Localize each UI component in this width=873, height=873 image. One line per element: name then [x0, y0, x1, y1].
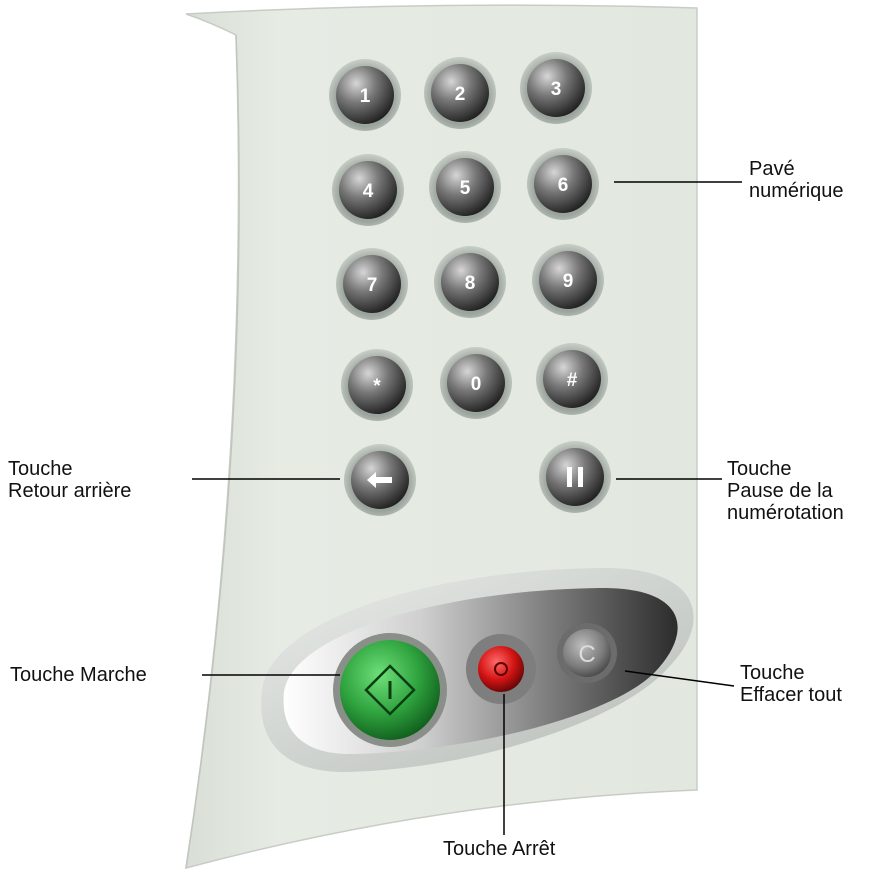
backspace-button[interactable] [344, 444, 416, 516]
key-1-label: 1 [360, 86, 371, 107]
clear-all-label: C [578, 641, 595, 668]
key-4[interactable]: 4 [332, 154, 404, 226]
start-button[interactable] [333, 633, 447, 747]
key-0[interactable]: 0 [440, 347, 512, 419]
key-hash-label: # [567, 370, 578, 391]
key-7[interactable]: 7 [336, 248, 408, 320]
key-9-label: 9 [563, 271, 574, 292]
key-star[interactable]: * [341, 349, 413, 421]
clear-all-text-label: Touche Effacer tout [740, 662, 842, 706]
panel-edge-crease [185, 34, 240, 869]
key-5-label: 5 [460, 178, 471, 199]
stop-button[interactable] [466, 634, 536, 704]
leader-clear-all [624, 670, 735, 687]
key-2[interactable]: 2 [424, 57, 496, 129]
key-1[interactable]: 1 [329, 59, 401, 131]
start-label: Touche Marche [10, 664, 147, 686]
key-star-label: * [373, 376, 381, 397]
stop-label: Touche Arrêt [443, 838, 556, 860]
key-2-label: 2 [455, 84, 466, 105]
dial-pause-button[interactable] [539, 441, 611, 513]
clear-all-button[interactable]: C [557, 623, 617, 683]
key-9[interactable]: 9 [532, 244, 604, 316]
key-3[interactable]: 3 [520, 52, 592, 124]
pause-icon [567, 467, 583, 487]
dial-pause-label: Touche Pause de la numérotation [727, 458, 844, 524]
arrow-left-icon [367, 472, 392, 488]
key-6-label: 6 [558, 175, 569, 196]
key-8-label: 8 [465, 273, 476, 294]
key-0-label: 0 [471, 374, 482, 395]
stop-circle-icon [494, 662, 508, 676]
key-hash[interactable]: # [536, 343, 608, 415]
key-6[interactable]: 6 [527, 148, 599, 220]
backspace-label: Touche Retour arrière [8, 458, 132, 502]
start-diamond-icon [364, 664, 416, 716]
key-3-label: 3 [551, 79, 562, 100]
key-4-label: 4 [363, 181, 374, 202]
key-7-label: 7 [367, 275, 378, 296]
key-5[interactable]: 5 [429, 151, 501, 223]
keypad-label: Pavé numérique [749, 158, 844, 202]
key-8[interactable]: 8 [434, 246, 506, 318]
